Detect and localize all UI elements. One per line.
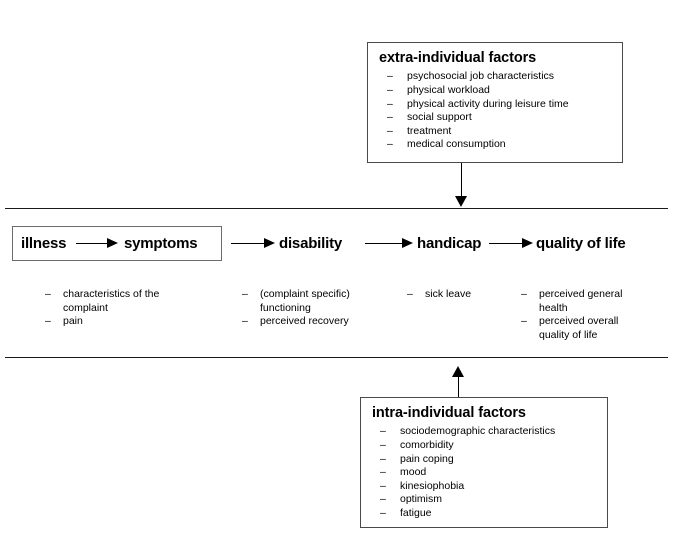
divider-bottom <box>5 357 668 358</box>
extra-individual-factors-title: extra-individual factors <box>379 50 537 66</box>
bullet-dash-icon: – <box>387 138 393 151</box>
intra-individual-factors-box: intra-individual factors – sociodemograph… <box>360 397 608 528</box>
bullet-dash-icon: – <box>380 493 386 506</box>
arrow-shaft <box>365 243 403 244</box>
arrow-right-icon <box>365 238 413 249</box>
list-item-label: social support <box>407 111 472 124</box>
bullet-dash-icon: – <box>521 288 527 300</box>
list-item: –characteristics of the complaint <box>45 288 175 315</box>
list-item-label: comorbidity <box>400 438 454 451</box>
chain-node-handicap: handicap <box>417 235 482 252</box>
list-item: – physical workload <box>379 84 622 98</box>
list-item: –perceived recovery <box>242 315 362 329</box>
arrow-shaft <box>76 243 108 244</box>
list-item-label: physical workload <box>407 83 490 96</box>
bullet-dash-icon: – <box>242 288 248 300</box>
bullet-dash-icon: – <box>387 111 393 124</box>
bullet-dash-icon: – <box>387 83 393 96</box>
list-item: – treatment <box>379 125 622 139</box>
bullet-dash-icon: – <box>380 452 386 465</box>
bullet-dash-icon: – <box>380 425 386 438</box>
list-item: – comorbidity <box>372 439 607 453</box>
sublist-quality-of-life: –perceived general health –perceived ove… <box>521 288 646 342</box>
arrow-shaft <box>461 163 462 198</box>
intra-individual-factors-title: intra-individual factors <box>372 405 526 421</box>
arrow-head <box>452 366 464 377</box>
arrow-head <box>107 238 118 248</box>
arrow-up-icon <box>452 366 465 398</box>
bullet-dash-icon: – <box>407 288 413 300</box>
bullet-dash-icon: – <box>380 438 386 451</box>
arrow-head <box>402 238 413 248</box>
list-item-label: perceived overall quality of life <box>539 315 619 341</box>
arrow-right-icon <box>76 238 118 249</box>
arrow-head <box>455 196 467 207</box>
arrow-right-icon <box>231 238 275 249</box>
bullet-dash-icon: – <box>45 315 51 327</box>
list-item-label: pain coping <box>400 452 454 465</box>
list-item-label: perceived general health <box>539 288 623 314</box>
sublist-illness-symptoms: –characteristics of the complaint –pain <box>45 288 175 329</box>
arrow-down-icon <box>455 163 468 208</box>
sublist-handicap: –sick leave <box>407 288 507 302</box>
bullet-dash-icon: – <box>387 70 393 83</box>
list-item: – social support <box>379 111 622 125</box>
list-item: – kinesiophobia <box>372 480 607 494</box>
list-item-label: pain <box>63 315 83 327</box>
intra-individual-factors-list: – sociodemographic characteristics – comor… <box>372 425 607 520</box>
list-item: – fatigue <box>372 507 607 521</box>
bullet-dash-icon: – <box>45 288 51 300</box>
bullet-dash-icon: – <box>387 124 393 137</box>
bullet-dash-icon: – <box>380 506 386 519</box>
divider-top <box>5 208 668 209</box>
bullet-dash-icon: – <box>380 479 386 492</box>
bullet-dash-icon: – <box>380 466 386 479</box>
list-item: – optimism <box>372 493 607 507</box>
arrow-shaft <box>489 243 523 244</box>
list-item-label: optimism <box>400 493 443 506</box>
bullet-dash-icon: – <box>521 315 527 327</box>
chain-node-quality-of-life: quality of life <box>536 235 626 252</box>
list-item: –pain <box>45 315 175 329</box>
list-item: – mood <box>372 466 607 480</box>
list-item-label: characteristics of the complaint <box>63 288 160 314</box>
arrow-right-icon <box>489 238 533 249</box>
list-item: – medical consumption <box>379 138 622 152</box>
chain-node-illness: illness <box>21 235 67 252</box>
list-item-label: psychosocial job characteristics <box>407 70 555 83</box>
list-item: – physical activity during leisure time <box>379 98 622 112</box>
list-item-label: (complaint specific) functioning <box>260 288 350 314</box>
list-item: –(complaint specific) functioning <box>242 288 362 315</box>
list-item-label: treatment <box>407 124 452 137</box>
bullet-dash-icon: – <box>242 315 248 327</box>
list-item: – sociodemographic characteristics <box>372 425 607 439</box>
list-item-label: mood <box>400 466 427 479</box>
arrow-head <box>264 238 275 248</box>
list-item-label: physical activity during leisure time <box>407 97 569 110</box>
chain-node-symptoms: symptoms <box>124 235 198 252</box>
list-item-label: perceived recovery <box>260 315 349 327</box>
list-item-label: medical consumption <box>407 138 506 151</box>
list-item: – pain coping <box>372 453 607 467</box>
list-item: –perceived general health <box>521 288 646 315</box>
arrow-head <box>522 238 533 248</box>
sublist-disability: –(complaint specific) functioning –perce… <box>242 288 362 329</box>
list-item: –sick leave <box>407 288 507 302</box>
chain-node-disability: disability <box>279 235 343 252</box>
list-item-label: kinesiophobia <box>400 479 465 492</box>
arrow-shaft <box>458 376 459 398</box>
extra-individual-factors-box: extra-individual factors – psychosocial j… <box>367 42 623 163</box>
extra-individual-factors-list: – psychosocial job characteristics – physi… <box>379 70 622 152</box>
list-item-label: sick leave <box>425 288 472 300</box>
list-item: – psychosocial job characteristics <box>379 70 622 84</box>
bullet-dash-icon: – <box>387 97 393 110</box>
list-item-label: fatigue <box>400 506 432 519</box>
list-item-label: sociodemographic characteristics <box>400 425 556 438</box>
list-item: –perceived overall quality of life <box>521 315 646 342</box>
arrow-shaft <box>231 243 265 244</box>
